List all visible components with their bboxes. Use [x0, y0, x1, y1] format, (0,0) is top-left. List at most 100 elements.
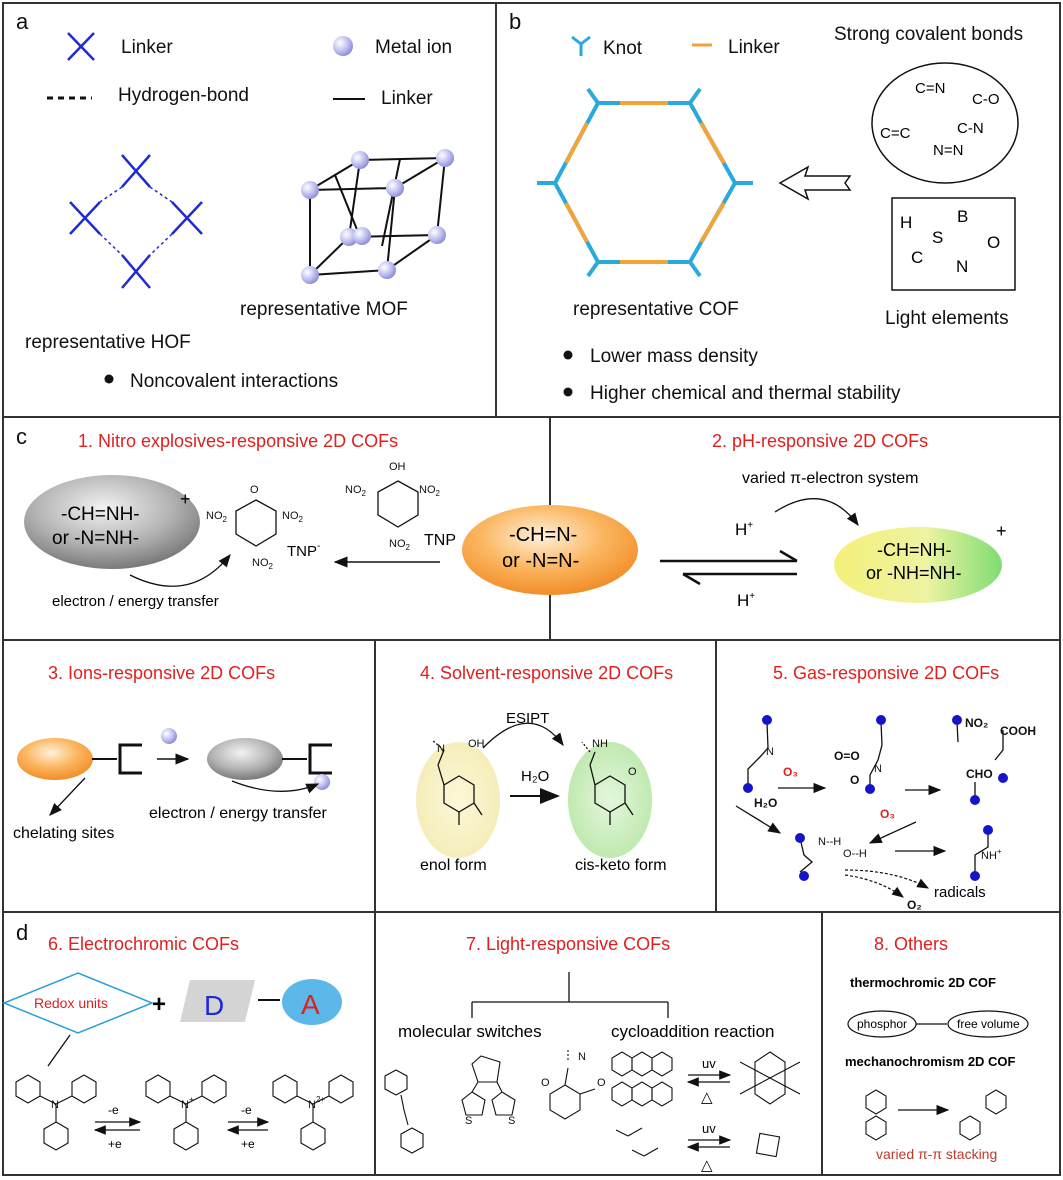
- redox-connector: [47, 1034, 71, 1067]
- keto-blob: [568, 742, 652, 858]
- h-plus-bottom: H+: [737, 591, 755, 610]
- thiophene-s: S: [508, 1115, 515, 1127]
- center-line1: -CH=N-: [509, 524, 577, 546]
- gas-cho: CHO: [966, 767, 993, 781]
- gas-nh-plus: NH+: [981, 847, 1002, 862]
- ph-blob: [834, 527, 1002, 603]
- bond-cc-double: C=C: [880, 125, 911, 142]
- knot-icon: [571, 35, 591, 56]
- bound-ion: [314, 774, 330, 790]
- title-solvent-responsive: 4. Solvent-responsive 2D COFs: [420, 663, 673, 683]
- gas-o2-arrow: [844, 874, 904, 898]
- electron-transfer-3: electron / energy transfer: [149, 805, 328, 822]
- acceptor-label: A: [301, 989, 320, 1020]
- equilibrium-arrows: [660, 549, 798, 586]
- chelating-arrow: [49, 777, 86, 816]
- element-c: C: [911, 248, 923, 267]
- gas-o: O: [850, 773, 859, 787]
- legend-linker-cof: Linker: [728, 37, 780, 58]
- gas-n: N: [766, 746, 774, 758]
- element-b: B: [957, 207, 968, 226]
- nitro-group: NO2: [345, 484, 367, 498]
- esipt-label: ESIPT: [506, 710, 549, 727]
- element-h: H: [900, 213, 912, 232]
- esipt-arrow: [482, 722, 564, 749]
- bonds-ellipse: [871, 62, 1019, 184]
- uv-label: uv: [702, 1056, 716, 1071]
- pi-arrow: [774, 498, 859, 527]
- gas-radicals-label: radicals: [934, 884, 986, 901]
- gas-structures: [747, 721, 1004, 873]
- gas-arrow: [868, 821, 917, 844]
- keto-o: O: [628, 766, 637, 778]
- nitro-group: NO2: [419, 484, 441, 498]
- panel-b: b Knot Linker: [509, 9, 1023, 404]
- varied-pi-label: varied π-electron system: [742, 470, 918, 487]
- elements-box: [891, 197, 1016, 291]
- chelating-sites-label: chelating sites: [13, 825, 114, 842]
- hof-structure: [69, 154, 203, 289]
- ph-plus-charge: +: [996, 521, 1007, 541]
- amine-n: N: [51, 1099, 59, 1111]
- anthracene-structures: [611, 1051, 801, 1158]
- plus-e-2: +e: [241, 1137, 255, 1151]
- photo-arrows: [686, 1070, 732, 1152]
- ion-blob-grey: [207, 738, 283, 780]
- energy-transfer-arrow: [129, 553, 231, 587]
- plus-charge: +: [180, 489, 191, 509]
- keto-form-label: cis-keto form: [575, 857, 667, 874]
- element-n: N: [956, 257, 968, 276]
- legend-hydrogen-bond: Hydrogen-bond: [118, 85, 249, 106]
- cof-label: representative COF: [573, 299, 739, 320]
- bullet-dot: [563, 387, 573, 397]
- azo-n: N: [578, 1051, 586, 1063]
- pi-stack-structures: [865, 1089, 1007, 1141]
- switch-o: O: [541, 1077, 550, 1089]
- mof-structure: [309, 156, 447, 277]
- amine-n-plus: N+: [181, 1095, 194, 1111]
- donor-parallelogram: [180, 980, 255, 1022]
- enol-form-label: enol form: [420, 857, 487, 874]
- nitro-group: NO2: [389, 538, 411, 552]
- thiophene-s: S: [465, 1115, 472, 1127]
- protonated-blob: [24, 475, 200, 569]
- gas-nh-complex: N--H: [818, 836, 841, 848]
- oh-label: OH: [389, 461, 406, 473]
- element-o: O: [987, 233, 1000, 252]
- panel-letter-d: d: [16, 920, 28, 945]
- redox-arrows: [93, 1117, 270, 1135]
- title-others: 8. Others: [874, 934, 948, 954]
- plus-sign: +: [152, 991, 166, 1018]
- panel-letter-a: a: [16, 9, 29, 34]
- tnp-anion-structure: [235, 499, 277, 547]
- element-s: S: [932, 228, 943, 247]
- free-volume-ellipse: [947, 1010, 1029, 1038]
- gas-cooh: COOH: [1000, 724, 1036, 738]
- ph-line2: or -NH=NH-: [866, 563, 962, 583]
- triarylamine-structures: [15, 1074, 354, 1151]
- cof-hexagon: [537, 87, 753, 278]
- panel-c: c 1. Nitro explosives-responsive 2D COFs…: [13, 424, 1036, 912]
- gas-o3-label: O₃: [783, 765, 798, 779]
- legend-knot: Knot: [603, 38, 643, 59]
- free-ion: [161, 728, 177, 744]
- mof-label: representative MOF: [240, 299, 408, 320]
- bullet-dot: [104, 374, 114, 384]
- enol-oh: OH: [468, 738, 485, 750]
- uv-label: uv: [702, 1121, 716, 1136]
- acceptor-ellipse: [282, 979, 342, 1025]
- phosphor-label: phosphor: [857, 1017, 907, 1031]
- metal-ion-icon: [333, 36, 353, 56]
- elements-caption: Light elements: [885, 308, 1009, 329]
- panel-d: d 6. Electrochromic COFs Redox units + D…: [2, 920, 1029, 1174]
- nitro-group: NO2: [282, 510, 304, 524]
- title-electrochromic: 6. Electrochromic COFs: [48, 934, 239, 954]
- cycloaddition-label: cycloaddition reaction: [611, 1022, 774, 1041]
- chelating-bracket: [118, 743, 142, 775]
- pi-stacking-label: varied π-π stacking: [876, 1146, 997, 1162]
- title-gas-responsive: 5. Gas-responsive 2D COFs: [773, 663, 999, 683]
- noncovalent-bullet: Noncovalent interactions: [130, 371, 338, 392]
- keto-nh: NH: [592, 738, 608, 750]
- center-blob: [462, 505, 638, 595]
